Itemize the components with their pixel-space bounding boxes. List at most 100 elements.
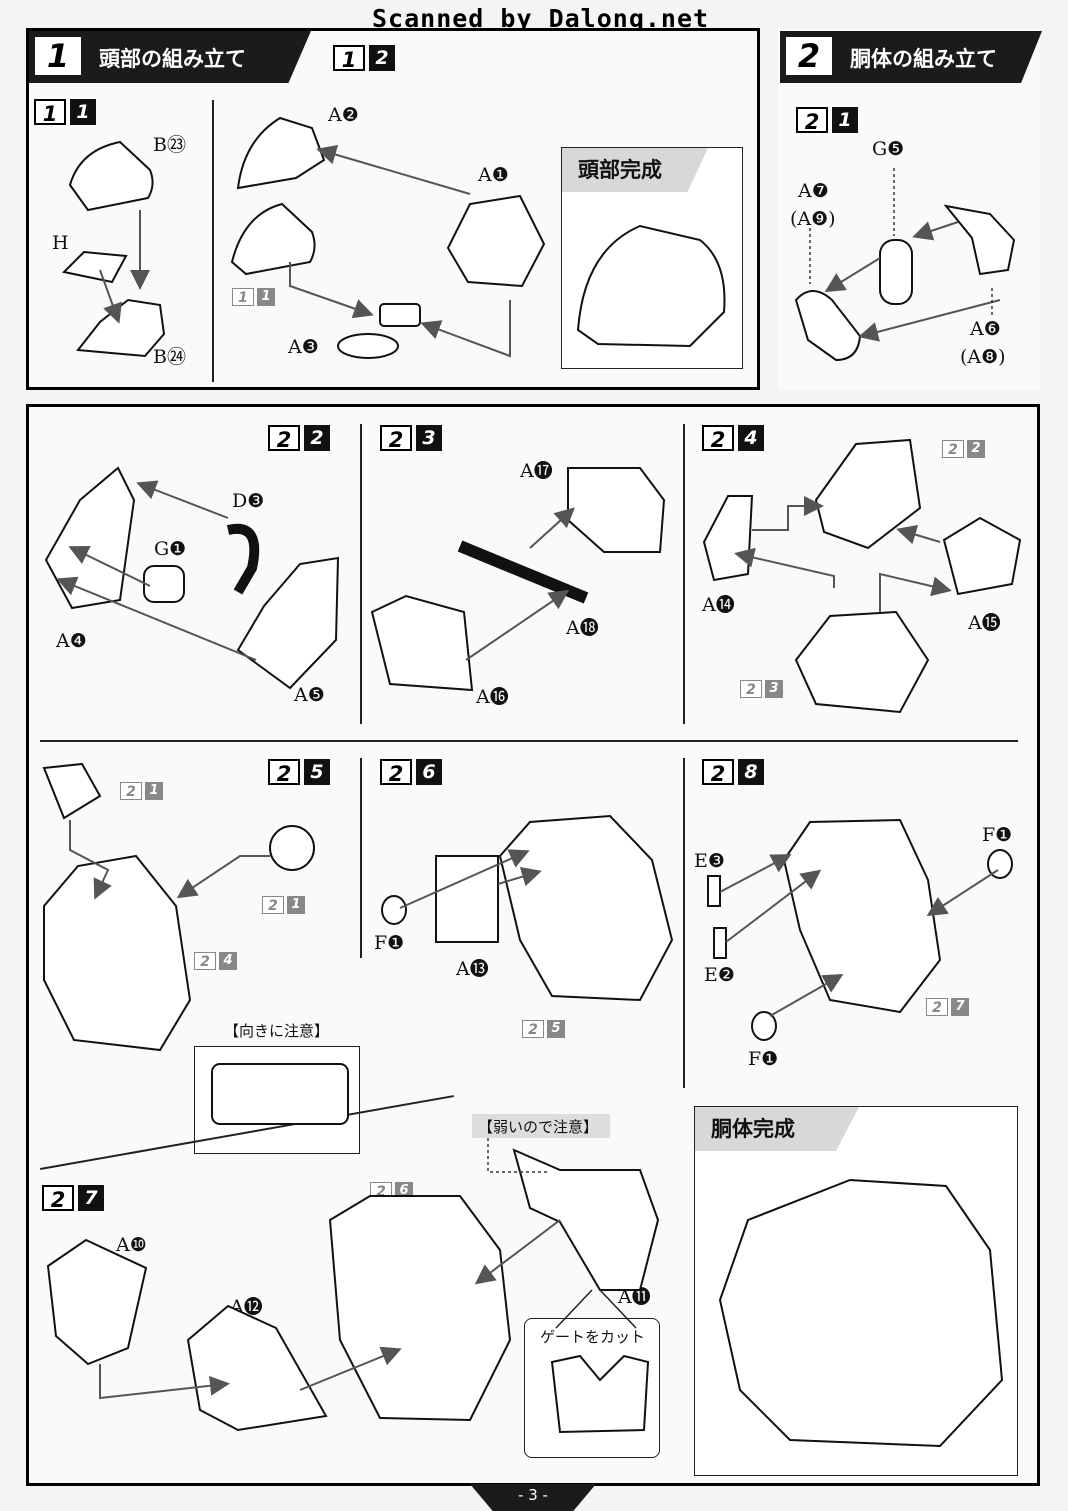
part-label: B㉓	[153, 134, 186, 156]
page-number: - 3 -	[470, 1484, 596, 1511]
part-a5	[236, 556, 340, 690]
part-label: F❶	[374, 932, 405, 954]
part-label: D❸	[232, 490, 265, 512]
section-1-header: 1 頭部の組み立て	[29, 31, 311, 83]
divider	[360, 758, 362, 958]
gate-cut-note: ゲートをカット	[540, 1328, 646, 1346]
part-a2	[236, 116, 326, 190]
direction-note-title: 【向きに注意】	[224, 1022, 330, 1040]
fragile-note-bg	[472, 1114, 610, 1138]
part-f1-a	[987, 849, 1013, 879]
part-label: A⓮	[702, 594, 735, 616]
torso-25	[43, 854, 192, 1052]
part-a7	[794, 290, 862, 362]
part-label: A⓱	[520, 460, 553, 482]
part-label: A⓯	[968, 612, 1001, 634]
gate-diagram	[550, 1354, 650, 1434]
part-label: A⓭	[456, 958, 489, 980]
part-a15	[942, 516, 1022, 596]
helmet-part-b23	[68, 140, 154, 212]
part-label: A❹	[56, 630, 87, 652]
part-label: A❼	[798, 180, 829, 202]
part-label: A⓲	[566, 617, 599, 639]
section-2-title: 胴体の組み立て	[850, 47, 997, 71]
part-a10	[46, 1238, 148, 1366]
part-label: F❶	[982, 824, 1013, 846]
section-2-header: 2 胴体の組み立て	[780, 31, 1042, 83]
divider	[683, 758, 685, 1088]
section-1-title: 頭部の組み立て	[99, 47, 246, 71]
part-label: A⓫	[618, 1286, 651, 1308]
torso-28	[782, 818, 942, 1014]
torso-complete-art	[718, 1178, 1004, 1448]
part-a17	[567, 467, 666, 553]
part-h	[61, 250, 128, 284]
direction-diagram	[211, 1063, 349, 1125]
part-f1	[381, 895, 407, 925]
part-label: (A❽)	[960, 346, 1006, 368]
head-complete-art	[576, 224, 726, 348]
part-label: H	[52, 232, 69, 254]
part-a12	[186, 1304, 328, 1432]
part-label: G❶	[154, 538, 187, 560]
divider	[212, 100, 214, 382]
part-a11	[512, 1148, 660, 1291]
torso-27	[328, 1195, 512, 1422]
part-label: A⓰	[476, 686, 509, 708]
fragile-note-title: 【弱いので注意】	[478, 1118, 599, 1136]
part-label: G❺	[872, 138, 905, 160]
part-a4	[44, 466, 136, 610]
part-label: (A❾)	[790, 208, 836, 230]
part-label: A❸	[288, 336, 319, 358]
divider	[683, 424, 685, 724]
helmet-copy	[230, 202, 316, 276]
divider	[360, 424, 362, 724]
part-a1	[446, 194, 546, 288]
part-g5	[879, 239, 913, 305]
part-d3	[226, 523, 260, 595]
torso-26	[498, 814, 674, 1002]
part-e3	[707, 875, 721, 907]
part-a-arm	[42, 762, 102, 820]
part-label: A❺	[294, 684, 325, 706]
torso-complete-label: 胴体完成	[695, 1107, 859, 1151]
part-label: A❿	[116, 1234, 147, 1256]
part-a13	[435, 855, 499, 943]
part-f1-b	[751, 1011, 777, 1041]
divider	[40, 740, 1018, 742]
part-label: E❸	[694, 850, 725, 872]
part-label: A❶	[478, 164, 509, 186]
part-a16	[370, 594, 474, 692]
part-a3	[337, 333, 399, 359]
part-label: A❷	[328, 104, 359, 126]
part-a3-shaft	[379, 303, 421, 327]
part-a6	[943, 204, 1016, 276]
part-g1	[143, 565, 185, 603]
part-a14	[702, 495, 754, 582]
part-e2	[713, 927, 727, 959]
part-label: A❻	[970, 318, 1001, 340]
round-cap	[269, 825, 315, 871]
torso-lower-24	[794, 610, 930, 714]
part-b24	[76, 298, 166, 358]
torso-center-24	[814, 438, 922, 550]
part-label: E❷	[704, 964, 735, 986]
